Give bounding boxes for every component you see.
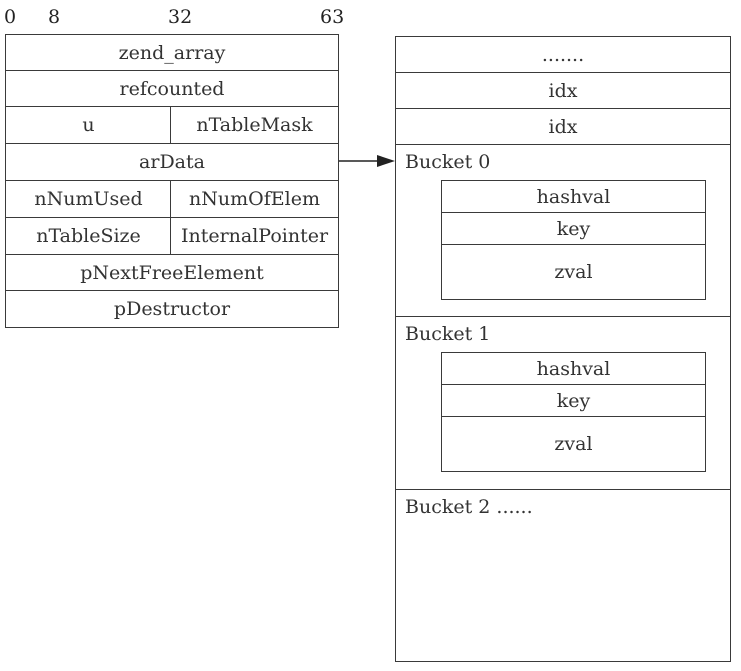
field-pnextfreeelement: pNextFreeElement <box>5 254 339 292</box>
header-ellipsis-row: ....... <box>395 36 731 73</box>
bucket-1-label: Bucket 1 <box>405 323 491 345</box>
field-zend-array: zend_array <box>5 34 339 72</box>
field-ardata: arData <box>5 143 339 181</box>
bucket-2-label: Bucket 2 ...... <box>405 496 533 518</box>
field-nnumofelem: nNumOfElem <box>170 180 339 218</box>
field-ntablesize: nTableSize <box>5 217 172 255</box>
field-ntablemask: nTableMask <box>170 106 339 144</box>
bucket-1-key: key <box>441 384 706 418</box>
field-pdestructor: pDestructor <box>5 290 339 328</box>
field-nnumused: nNumUsed <box>5 180 172 218</box>
bucket-2: Bucket 2 ...... <box>395 489 731 662</box>
bit-tick-0: 0 <box>4 6 17 28</box>
bucket-0-zval: zval <box>441 244 706 300</box>
bucket-1-zval: zval <box>441 416 706 472</box>
bucket-1-hashval: hashval <box>441 352 706 386</box>
hash-index-row-2: idx <box>395 108 731 145</box>
hash-index-row-1: idx <box>395 72 731 109</box>
bucket-0-label: Bucket 0 <box>405 151 491 173</box>
bucket-0-hashval: hashval <box>441 180 706 214</box>
bit-tick-8: 8 <box>48 6 61 28</box>
bit-tick-63: 63 <box>320 6 345 28</box>
bit-tick-32: 32 <box>168 6 193 28</box>
field-u: u <box>5 106 172 144</box>
field-internalpointer: InternalPointer <box>170 217 339 255</box>
bucket-0-key: key <box>441 212 706 246</box>
